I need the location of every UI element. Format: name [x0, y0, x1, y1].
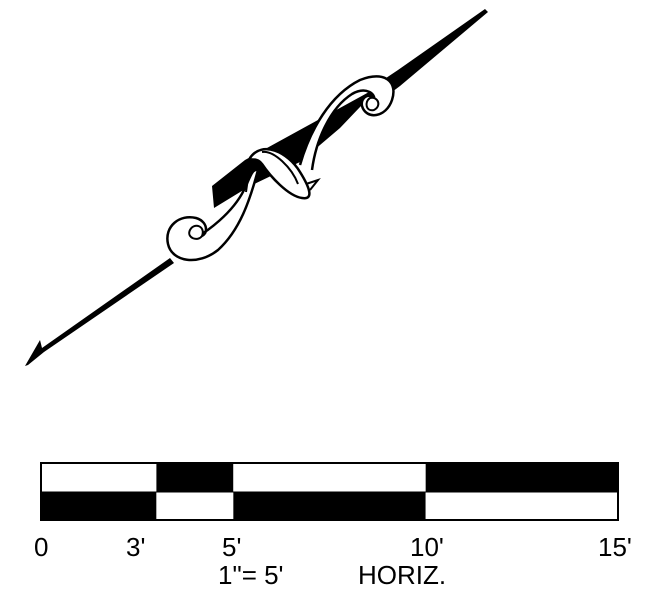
- lower-scroll-stub: [237, 174, 250, 193]
- tick-label-3ft: 3': [126, 532, 145, 562]
- scale-segment-top-3: [425, 463, 618, 492]
- upper-scroll-curl: [365, 96, 380, 112]
- scale-segment-top-1: [156, 463, 234, 492]
- twisted-ribbon-figure: [25, 9, 488, 366]
- central-twist-loop: [248, 147, 311, 200]
- tick-label-0: 0: [34, 532, 48, 562]
- scale-segment-bottom-2: [233, 492, 426, 520]
- central-twist-inner: [261, 150, 299, 185]
- scale-orientation-text: HORIZ.: [358, 560, 446, 590]
- lower-scroll-curl: [188, 224, 204, 240]
- scale-segment-bottom-1: [156, 492, 234, 520]
- scale-segment-top-0: [41, 463, 157, 492]
- lower-tail-spike: [25, 258, 174, 366]
- central-twist-barb: [305, 177, 321, 191]
- scale-segment-bottom-0: [41, 492, 157, 520]
- scale-ratio-text: 1"= 5': [218, 560, 284, 590]
- scale-segment-bottom-3: [425, 492, 618, 520]
- scale-bar: [40, 462, 619, 521]
- scale-tick-labels: 0 3' 5' 10' 15': [34, 532, 632, 562]
- tick-label-15ft: 15': [598, 532, 632, 562]
- upper-blade: [380, 9, 488, 92]
- scale-segment-top-2: [233, 463, 426, 492]
- tick-label-5ft: 5': [222, 532, 241, 562]
- tick-label-10ft: 10': [410, 532, 444, 562]
